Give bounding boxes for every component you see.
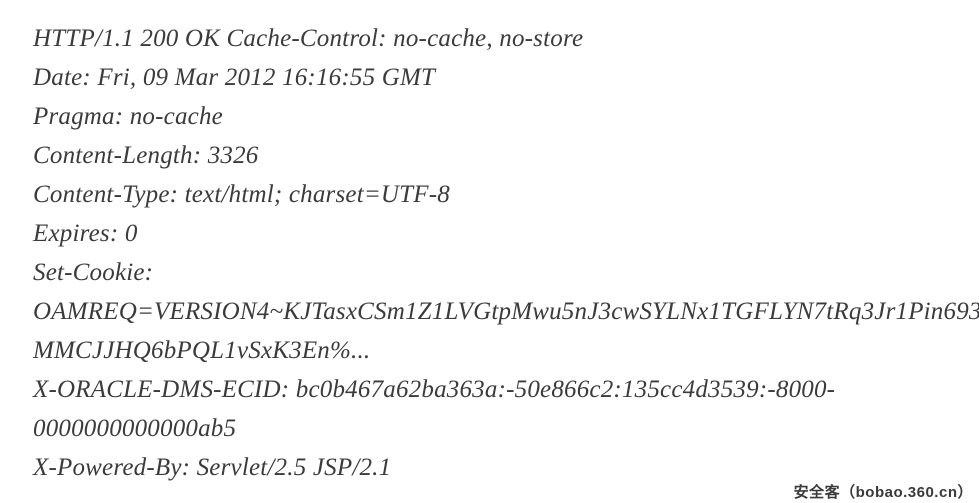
http-header-line-status: HTTP/1.1 200 OK Cache-Control: no-cache,… <box>33 25 584 52</box>
http-header-line-set-cookie: Set-Cookie: <box>33 259 154 286</box>
http-header-line-date: Date: Fri, 09 Mar 2012 16:16:55 GMT <box>33 64 436 91</box>
http-header-line-expires: Expires: 0 <box>33 220 138 247</box>
http-header-line-x-powered-by: X-Powered-By: Servlet/2.5 JSP/2.1 <box>33 454 392 481</box>
http-response-headers-block: HTTP/1.1 200 OK Cache-Control: no-cache,… <box>33 19 979 487</box>
http-header-line-content-type: Content-Type: text/html; charset=UTF-8 <box>33 181 450 208</box>
http-header-line-cookie-value-1: OAMREQ=VERSION4~KJTasxCSm1Z1LVGtpMwu5nJ3… <box>33 298 979 325</box>
http-header-line-ecid-continued: 0000000000000ab5 <box>33 415 237 442</box>
http-header-line-cookie-value-2: MMCJJHQ6bPQL1vSxK3En%... <box>33 337 371 364</box>
http-header-line-pragma: Pragma: no-cache <box>33 103 223 130</box>
anquanke-watermark: 安全客（bobao.360.cn） <box>793 484 973 501</box>
http-header-line-ecid: X-ORACLE-DMS-ECID: bc0b467a62ba363a:-50e… <box>33 376 836 403</box>
http-header-line-content-length: Content-Length: 3326 <box>33 142 259 169</box>
